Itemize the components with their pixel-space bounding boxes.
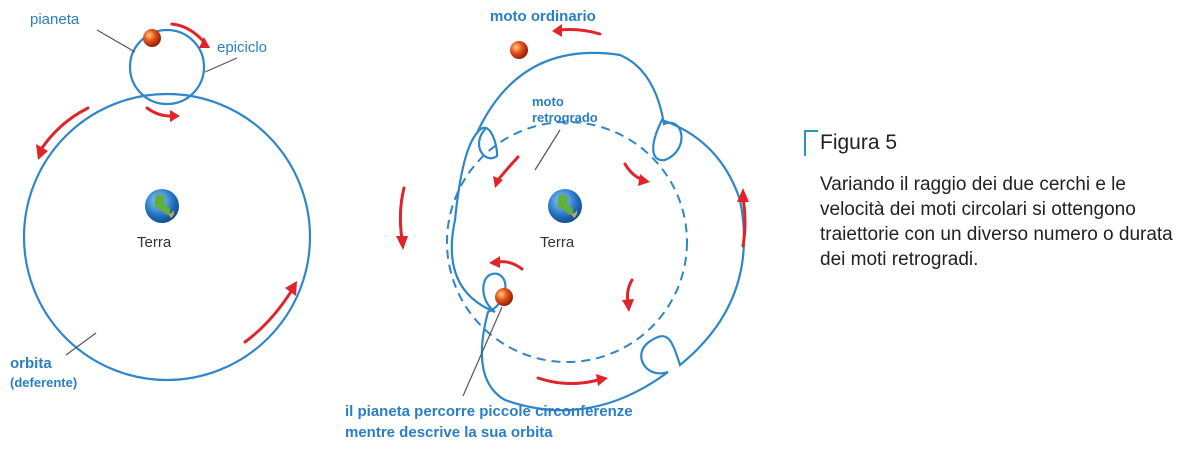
- caption-accent-bar: [804, 130, 806, 156]
- earth-icon: [548, 189, 582, 223]
- epicycle-label: epiciclo: [217, 39, 267, 56]
- bottom-caption-line1: il pianeta percorre piccole circonferenz…: [345, 403, 633, 420]
- orbit-label: orbita: [10, 355, 52, 372]
- retrograde-label-line1: moto: [532, 94, 564, 109]
- figure-title: Figura 5: [820, 131, 898, 154]
- planet-leader: [96, 29, 136, 53]
- bottom-caption-line2: mentre descrive la sua orbita: [345, 424, 553, 441]
- arrow-retro-left: [493, 155, 520, 188]
- earth-icon: [145, 189, 179, 223]
- arrow-retro-lower-right: [622, 278, 634, 312]
- epicycle-circle: [128, 28, 206, 106]
- earth-label-left: Terra: [137, 234, 172, 251]
- arrow-epicycle-bottom: [145, 106, 180, 122]
- arrow-orbit-left: [36, 106, 90, 160]
- left-diagram: pianeta epiciclo Terra orbita (deferente…: [10, 11, 312, 390]
- retrograde-leader: [534, 129, 561, 171]
- caption-accent-tick: [804, 130, 818, 132]
- planet-icon-top: [510, 41, 528, 59]
- figure-text: Variando il raggio dei due cerchi e le v…: [820, 174, 1173, 270]
- planet-icon-bottom: [495, 288, 513, 306]
- earth-label-right: Terra: [540, 234, 575, 251]
- arrow-left: [396, 186, 408, 250]
- right-diagram: moto ordinario moto retrogrado Terra il …: [345, 8, 749, 441]
- dashed-deferent: [446, 121, 688, 363]
- arrow-retro-lower-left: [489, 256, 524, 271]
- planet-caption-leader: [462, 306, 503, 397]
- retrograde-label-line2: retrogrado: [532, 110, 598, 125]
- ordinary-motion-label: moto ordinario: [490, 8, 596, 25]
- epicycle-leader: [204, 57, 238, 73]
- arrow-top: [552, 24, 602, 37]
- arrow-bottom: [536, 374, 608, 386]
- deferent-orbit: [22, 92, 312, 382]
- arrow-orbit-right: [243, 281, 297, 344]
- arrow-epicycle-top: [170, 22, 210, 48]
- arrow-right: [737, 188, 749, 248]
- arrow-retro-right: [623, 162, 650, 186]
- planet-label: pianeta: [30, 11, 80, 28]
- deferent-label: (deferente): [10, 375, 77, 390]
- epicycle-trajectory: [450, 51, 746, 412]
- planet-icon: [143, 29, 161, 47]
- orbit-leader: [65, 332, 97, 356]
